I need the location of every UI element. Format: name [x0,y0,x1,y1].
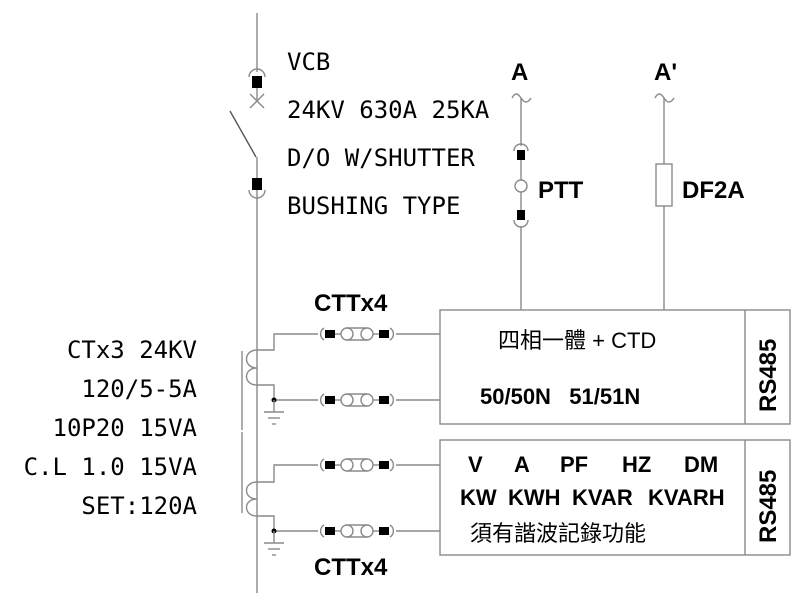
relay-functions: 50/50N 51/51N [480,384,640,409]
relay-box [439,309,791,425]
meter-item: DM [684,452,718,477]
meter-item: A [514,452,530,477]
ptt-lower-bushing [513,210,529,228]
ctt-bottom-label: CTTx4 [314,554,388,581]
ct-spec-line: CTx3 24KV [67,336,197,364]
fuse-icon [655,163,673,207]
relay-title: 四相一體 + CTD [498,328,656,353]
vcb-contact-x [249,93,265,109]
meter-item: KWH [508,485,561,510]
meter-rs485-label: RS485 [755,470,782,543]
ct-group-1 [241,333,318,430]
ct-coil-icon [245,349,258,386]
ground-icon [264,531,284,556]
ctt-wire [257,333,318,351]
meter-row1: V A PF HZ DM [468,452,718,477]
meter-row2: KW KWH KVAR KVARH [460,485,725,510]
meter-item: PF [560,452,588,477]
ptt-label: PTT [538,177,584,204]
ctt-wire [257,464,318,483]
ctt-terminal-icon [319,393,395,407]
ct-spec-line: SET:120A [81,492,197,520]
meter-item: KVAR [572,485,633,510]
ct-spec-line: 10P20 15VA [53,414,198,442]
relay-rs485-label: RS485 [755,339,782,412]
ctt-terminal-icon [319,458,395,472]
ct-group-2 [241,432,318,556]
vcb-bushing: BUSHING TYPE [287,192,460,220]
meter-item: KVARH [648,485,725,510]
fuse-label: DF2A [682,177,745,204]
ptt-circle-icon [514,179,528,193]
ctt-wire [257,515,318,532]
vcb-upper-bushing [248,68,266,88]
bus-a-prime-label: A' [654,59,677,86]
ctt-terminal-icon [319,327,395,341]
ct-coil-icon [245,481,258,517]
ct-spec: CTx3 24KV 120/5-5A 10P20 15VA C.L 1.0 15… [24,336,198,520]
ctt-terminal-icon [319,524,395,538]
meter-item: HZ [622,452,651,477]
ctt-wire [257,384,318,401]
ptt-upper-bushing [513,143,529,160]
meter-item: V [468,452,483,477]
vcb-blade [229,110,257,158]
bus-a-label: A [511,59,528,86]
meter-box [439,439,791,556]
meter-item: KW [460,485,497,510]
vcb-type: D/O W/SHUTTER [287,144,475,172]
ground-icon [264,400,284,425]
ct-spec-line: C.L 1.0 15VA [24,453,198,481]
vcb-rating: 24KV 630A 25KA [287,96,490,124]
ct-spec-line: 120/5-5A [81,375,197,403]
vcb-label: VCB [287,48,330,76]
meter-note: 須有諧波記錄功能 [470,521,646,546]
ctt-top-label: CTTx4 [314,290,388,317]
